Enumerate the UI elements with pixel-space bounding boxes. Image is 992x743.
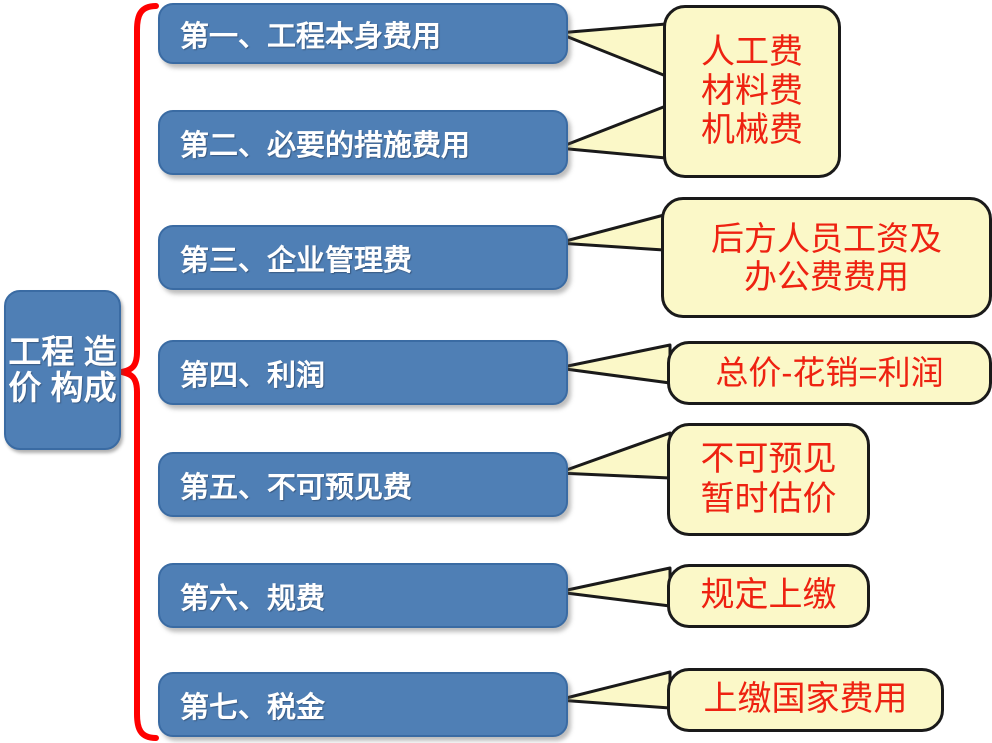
callout-4-label: 不可预见 暂时估价 (700, 440, 837, 518)
item-node-3-label: 第三、企业管理费 (180, 244, 413, 277)
item-node-2-label: 第二、必要的措施费用 (180, 129, 471, 162)
root-node[interactable]: 工程 造价 构成 (4, 290, 121, 450)
callout-2[interactable]: 后方人员工资及 办公费费用 (661, 197, 992, 318)
callout-2-label: 后方人员工资及 办公费费用 (711, 219, 942, 295)
root-node-label: 工程 造价 构成 (8, 333, 117, 406)
callout-6[interactable]: 上缴国家费用 (667, 668, 944, 732)
item-node-6[interactable]: 第六、规费 (158, 563, 568, 628)
callout-tail-2 (556, 104, 668, 160)
callout-4[interactable]: 不可预见 暂时估价 (667, 423, 870, 536)
item-node-5-label: 第五、不可预见费 (180, 471, 413, 504)
item-node-7[interactable]: 第七、税金 (158, 672, 568, 737)
red-brace (119, 3, 159, 741)
callout-6-label: 上缴国家费用 (703, 680, 908, 719)
callout-tail-7 (556, 670, 672, 710)
item-node-4[interactable]: 第四、利润 (158, 340, 568, 405)
item-node-2[interactable]: 第二、必要的措施费用 (158, 110, 568, 175)
item-node-3[interactable]: 第三、企业管理费 (158, 225, 568, 290)
item-node-4-label: 第四、利润 (180, 359, 326, 392)
item-node-5[interactable]: 第五、不可预见费 (158, 452, 568, 517)
item-node-6-label: 第六、规费 (180, 582, 326, 615)
callout-1-label: 人工费 材料费 机械费 (701, 32, 803, 150)
item-node-7-label: 第七、税金 (180, 691, 326, 724)
callout-5[interactable]: 规定上缴 (667, 564, 870, 628)
item-node-1-label: 第一、工程本身费用 (180, 20, 442, 53)
callout-tail-5 (556, 431, 672, 480)
callout-3[interactable]: 总价-花销=利润 (667, 341, 992, 405)
callout-3-label: 总价-花销=利润 (715, 354, 944, 392)
item-node-1[interactable]: 第一、工程本身费用 (158, 3, 568, 64)
callout-5-label: 规定上缴 (700, 576, 837, 615)
callout-tail-1 (556, 22, 668, 78)
callout-1[interactable]: 人工费 材料费 机械费 (663, 5, 841, 178)
callout-tail-4 (556, 343, 672, 385)
callout-tail-6 (556, 566, 672, 608)
callout-tail-3 (556, 213, 666, 252)
